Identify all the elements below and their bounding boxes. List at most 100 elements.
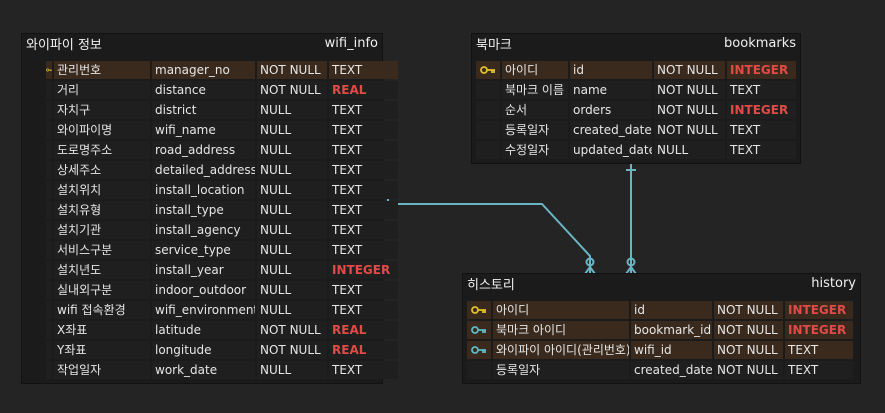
table-label: 북마크 xyxy=(476,38,512,53)
data-type-cell: REAL xyxy=(329,81,398,99)
key-icon xyxy=(46,61,52,79)
data-type-cell: INTEGER xyxy=(727,61,796,79)
icon-cell xyxy=(46,241,52,259)
nullability-cell: NOT NULL xyxy=(714,361,783,379)
icon-cell xyxy=(476,121,500,139)
column-label-cell: 설치기관 xyxy=(54,221,150,239)
data-type-cell: INTEGER xyxy=(785,301,853,319)
table-label: 와이파이 정보 xyxy=(26,38,102,53)
column-label-cell: 와이파이 아이디(관리번호) xyxy=(493,341,629,359)
data-type-cell: REAL xyxy=(329,341,398,359)
nullability-cell: NULL xyxy=(257,101,327,119)
column-label-cell: 북마크 아이디 xyxy=(493,321,629,339)
nullability-cell: NOT NULL xyxy=(654,81,725,99)
column-name-cell: latitude xyxy=(152,321,255,339)
column-label-cell: 실내외구분 xyxy=(54,281,150,299)
column-name-cell: wifi_environment xyxy=(152,301,255,319)
data-type-cell: TEXT xyxy=(329,221,398,239)
column-label-cell: 아이디 xyxy=(502,61,568,79)
table-header: 북마크 bookmarks xyxy=(472,34,800,53)
column-name-cell: install_type xyxy=(152,201,255,219)
column-name-cell: install_year xyxy=(152,261,255,279)
icon-cell xyxy=(46,101,52,119)
icon-cell xyxy=(476,141,500,159)
data-type-cell: TEXT xyxy=(329,281,398,299)
icon-cell xyxy=(476,101,500,119)
nullability-cell: NOT NULL xyxy=(654,101,725,119)
column-name-cell: id xyxy=(570,61,652,79)
column-name-cell: created_date xyxy=(631,361,712,379)
nullability-cell: NOT NULL xyxy=(654,121,725,139)
icon-cell xyxy=(46,321,52,339)
column-name-cell: name xyxy=(570,81,652,99)
column-label-cell: 등록일자 xyxy=(493,361,629,379)
column-label-cell: 설치유형 xyxy=(54,201,150,219)
column-name-cell: detailed_address xyxy=(152,161,255,179)
column-name-cell: district xyxy=(152,101,255,119)
data-type-cell: TEXT xyxy=(727,81,796,99)
nullability-cell: NULL xyxy=(257,361,327,379)
column-label-cell: wifi 접속환경 xyxy=(54,301,150,319)
icon-cell xyxy=(46,141,52,159)
data-type-cell: TEXT xyxy=(727,141,796,159)
data-type-cell: TEXT xyxy=(329,61,398,79)
data-type-cell: REAL xyxy=(329,321,398,339)
key-icon xyxy=(476,61,500,79)
data-type-cell: TEXT xyxy=(329,241,398,259)
column-label-cell: 아이디 xyxy=(493,301,629,319)
data-type-cell: INTEGER xyxy=(785,321,853,339)
data-type-cell: INTEGER xyxy=(329,261,398,279)
column-label-cell: 작업일자 xyxy=(54,361,150,379)
table-header: 히스토리 history xyxy=(463,274,860,293)
icon-cell xyxy=(46,221,52,239)
data-type-cell: TEXT xyxy=(329,121,398,139)
column-label-cell: 설치년도 xyxy=(54,261,150,279)
nullability-cell: NULL xyxy=(257,181,327,199)
table-label: 히스토리 xyxy=(467,278,515,293)
nullability-cell: NOT NULL xyxy=(257,81,327,99)
data-type-cell: TEXT xyxy=(727,121,796,139)
nullability-cell: NULL xyxy=(257,281,327,299)
data-type-cell: TEXT xyxy=(329,161,398,179)
column-name-cell: longitude xyxy=(152,341,255,359)
column-label-cell: 서비스구분 xyxy=(54,241,150,259)
column-label-cell: 자치구 xyxy=(54,101,150,119)
column-name-cell: bookmark_id xyxy=(631,321,712,339)
column-label-cell: Y좌표 xyxy=(54,341,150,359)
many-marker-circle-bookmarks xyxy=(626,257,636,267)
data-type-cell: TEXT xyxy=(785,341,853,359)
table-header: 와이파이 정보 wifi_info xyxy=(22,34,382,53)
table-name: history xyxy=(811,276,856,291)
nullability-cell: NOT NULL xyxy=(257,341,327,359)
data-type-cell: INTEGER xyxy=(727,101,796,119)
